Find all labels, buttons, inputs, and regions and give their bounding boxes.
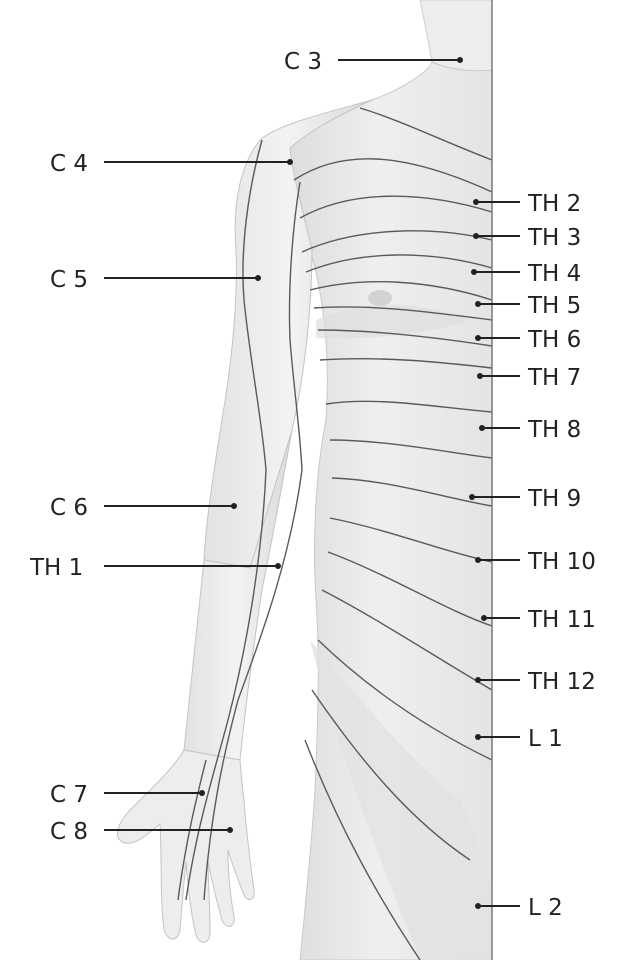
dot-l2 bbox=[475, 903, 481, 909]
label-th9: TH 9 bbox=[527, 486, 581, 512]
label-th4: TH 4 bbox=[527, 261, 581, 287]
label-th5: TH 5 bbox=[527, 293, 581, 319]
label-c7: C 7 bbox=[50, 782, 88, 808]
dot-th11 bbox=[481, 615, 487, 621]
label-l2: L 2 bbox=[528, 895, 563, 921]
dot-c8 bbox=[227, 827, 233, 833]
label-c6: C 6 bbox=[50, 495, 88, 521]
dot-c6 bbox=[231, 503, 237, 509]
dot-th10 bbox=[475, 557, 481, 563]
label-th3: TH 3 bbox=[527, 225, 581, 251]
nipple bbox=[368, 290, 392, 306]
dot-th4 bbox=[471, 269, 477, 275]
label-c5: C 5 bbox=[50, 267, 88, 293]
dot-c7 bbox=[199, 790, 205, 796]
label-th1: TH 1 bbox=[29, 555, 83, 581]
body-silhouette bbox=[117, 0, 492, 960]
label-c3: C 3 bbox=[284, 49, 322, 75]
dot-th5 bbox=[475, 301, 481, 307]
label-c8: C 8 bbox=[50, 819, 88, 845]
dot-c4 bbox=[287, 159, 293, 165]
label-th12: TH 12 bbox=[527, 669, 596, 695]
label-c4: C 4 bbox=[50, 151, 88, 177]
dot-th3 bbox=[473, 233, 479, 239]
dot-th6 bbox=[475, 335, 481, 341]
dot-c3 bbox=[457, 57, 463, 63]
dot-th7 bbox=[477, 373, 483, 379]
dot-l1 bbox=[475, 734, 481, 740]
dot-th2 bbox=[473, 199, 479, 205]
dot-c5 bbox=[255, 275, 261, 281]
label-l1: L 1 bbox=[528, 726, 563, 752]
dot-th8 bbox=[479, 425, 485, 431]
dot-th9 bbox=[469, 494, 475, 500]
label-th8: TH 8 bbox=[527, 417, 581, 443]
dot-th12 bbox=[475, 677, 481, 683]
label-th2: TH 2 bbox=[527, 191, 581, 217]
label-th11: TH 11 bbox=[527, 607, 596, 633]
label-th6: TH 6 bbox=[527, 327, 581, 353]
label-th10: TH 10 bbox=[527, 549, 596, 575]
dot-th1 bbox=[275, 563, 281, 569]
label-th7: TH 7 bbox=[527, 365, 581, 391]
